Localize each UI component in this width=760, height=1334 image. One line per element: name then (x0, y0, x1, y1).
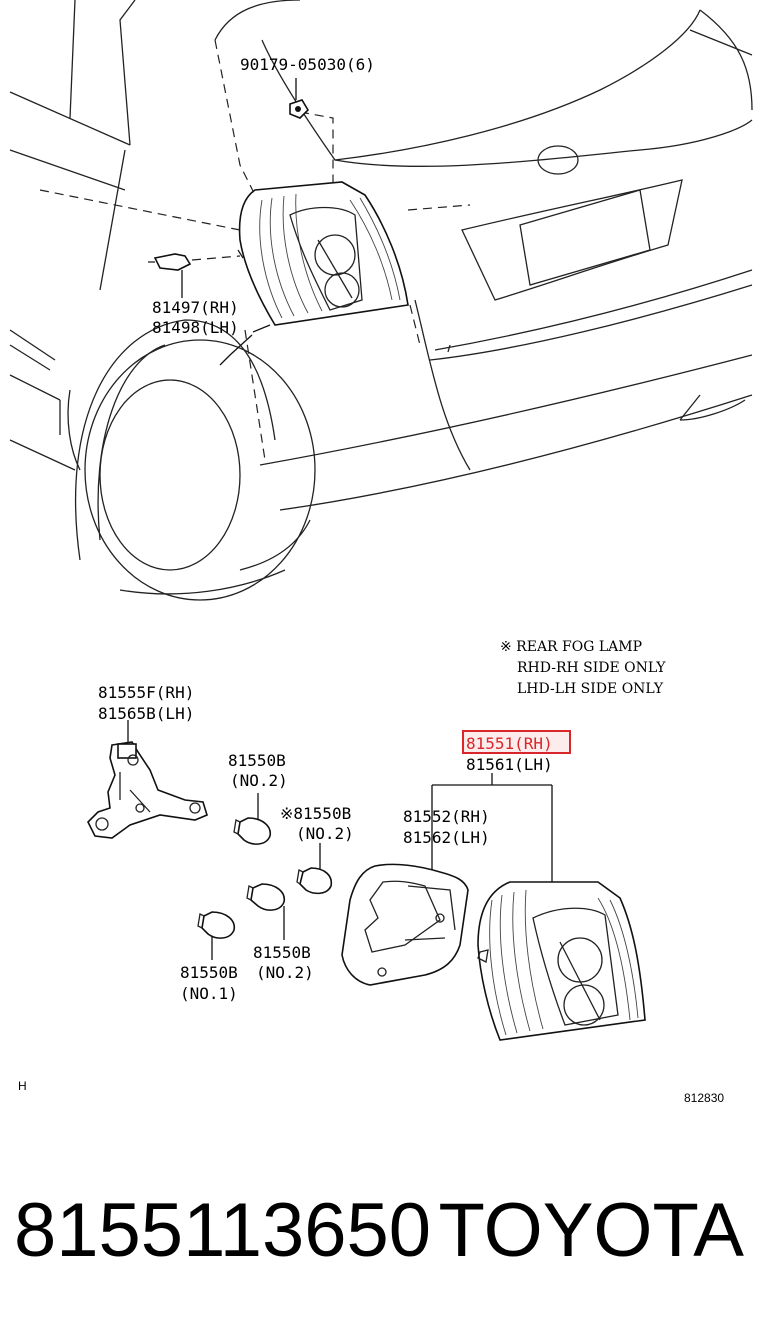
label-gasket-lh: 81562(LH) (403, 828, 490, 847)
install-guides (39, 39, 471, 461)
label-bulb-d-code: 81550B (180, 963, 238, 982)
label-bulb-d-no: (NO.1) (180, 984, 238, 1003)
label-gasket-rh: 81552(RH) (403, 807, 490, 826)
label-bracket-lh: 81565B(LH) (98, 704, 194, 723)
figure-id: 812830 (684, 1091, 724, 1105)
bulb-c (246, 883, 286, 940)
label-clip: 90179-05030(6) (240, 55, 375, 74)
note-line-1: ※ REAR FOG LAMP (500, 639, 642, 655)
note-line-3: LHD-LH SIDE ONLY (517, 681, 664, 697)
tail-lamp-assembly (431, 773, 646, 1041)
bulb-d (197, 911, 236, 960)
note-line-2: RHD-RH SIDE ONLY (517, 660, 666, 676)
highlight-box (462, 730, 571, 754)
label-lamp-rh[interactable]: 81551(RH) (466, 734, 553, 753)
diagram-canvas: 90179-05030(6) 81497(RH) 81498(LH) ※ REA… (9, 0, 753, 1105)
label-bulb-b-code: ※81550B (280, 804, 351, 823)
brand-name: TOYOTA (438, 1188, 744, 1273)
tail-lamp-installed (237, 181, 409, 333)
label-lamp-lh: 81561(LH) (466, 755, 553, 774)
bulb-b (296, 843, 333, 895)
part-number: 8155113650 (14, 1188, 432, 1273)
leader-socket (219, 334, 253, 366)
label-bulb-c-code: 81550B (253, 943, 311, 962)
socket-plug (148, 253, 241, 298)
label-bracket-rh: 81555F(RH) (98, 683, 194, 702)
car-body (9, 0, 753, 601)
label-bulb-a-no: (NO.2) (230, 771, 288, 790)
label-bulb-c-no: (NO.2) (256, 963, 314, 982)
label-socket-rh: 81497(RH) (152, 298, 239, 317)
bulb-a (233, 793, 272, 845)
part-footer: 8155113650 TOYOTA (0, 1185, 760, 1285)
gasket-part (341, 848, 469, 986)
label-socket-lh: 81498(LH) (152, 318, 239, 337)
bracket-part (87, 720, 208, 839)
clip-fastener (289, 78, 310, 119)
label-bulb-a-code: 81550B (228, 751, 286, 770)
marker-label: H (18, 1079, 27, 1093)
label-bulb-b-no: (NO.2) (296, 824, 354, 843)
